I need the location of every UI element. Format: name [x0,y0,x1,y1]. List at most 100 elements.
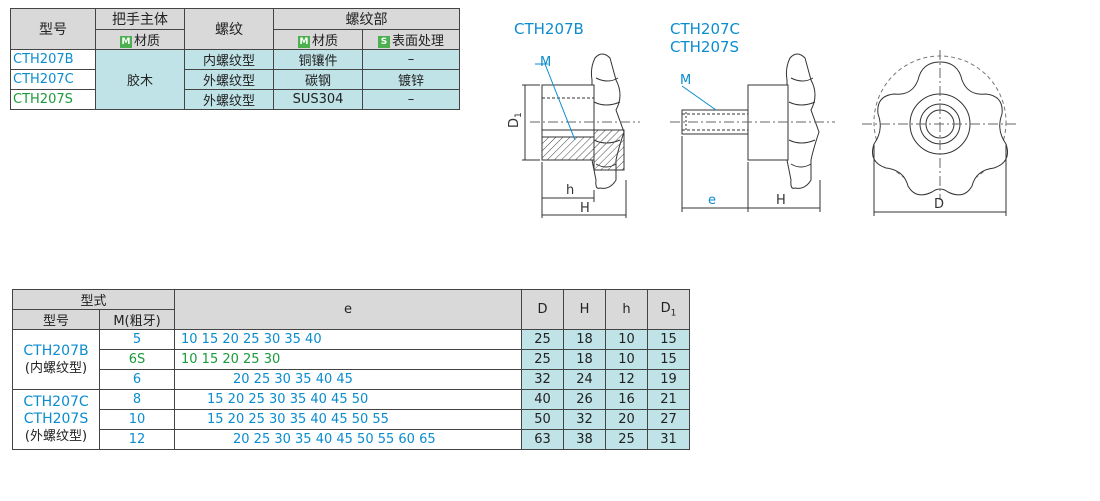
h-upper-value: 26 [563,389,606,410]
dim-e-label: e [708,193,716,208]
table-row: 10 15 20 25 30 35 40 45 50 55 50 32 20 2… [13,409,690,430]
model-code: CTH207B [10,49,96,70]
dim-d-label: D [934,197,944,212]
header-model: 型号 [10,8,96,50]
dim-m-label-1: M [540,55,551,70]
table-row: 12 20 25 30 35 40 45 50 55 60 65 63 38 2… [13,429,690,450]
d-value: 63 [521,429,564,450]
dim-h-label-1: H [580,201,590,216]
thread-type: 外螺纹型 [184,69,274,90]
d-value: 40 [521,389,564,410]
model-code: CTH207C [23,394,89,410]
header-thread-part: 螺纹部 [273,8,460,30]
d-value: 50 [521,409,564,430]
handle-material: 胶木 [95,49,185,110]
d1-value: 19 [647,369,690,390]
surface-treatment: – [362,49,460,70]
header-type: 型式 [12,289,175,310]
surface-treatment: – [362,89,460,110]
thread-type: 外螺纹型 [184,89,274,110]
h-upper-value: 18 [563,349,606,370]
h-lower-value: 25 [605,429,648,450]
h-lower-value: 10 [605,349,648,370]
thread-material: SUS304 [273,89,363,110]
dim-d1-label: D1 [507,112,524,128]
d-value: 25 [521,349,564,370]
drawing-cth207b [522,53,640,218]
header-handle: 把手主体 [95,8,185,30]
d1-value: 31 [647,429,690,450]
drawing-label-cth207s: CTH207S [670,38,740,56]
surface-badge-icon: S [377,35,390,48]
model-code: CTH207B [23,342,89,359]
dim-h-label-2: H [776,193,786,208]
material-badge-icon: M [297,35,310,48]
model-type-note: (外螺纹型) [24,429,88,444]
thread-material: 铜镶件 [273,49,363,70]
h-lower-value: 16 [605,389,648,410]
d1-value: 15 [647,349,690,370]
m-size: 6S [99,349,175,370]
d1-value: 27 [647,409,690,430]
e-values: 20 25 30 35 40 45 [174,369,522,390]
h-lower-value: 10 [605,329,648,350]
h-lower-value: 20 [605,409,648,430]
d1-value: 15 [647,329,690,350]
e-values: 10 15 20 25 30 35 40 [174,329,522,350]
technical-drawings: M D1 h H M e H [507,50,1018,218]
h-upper-value: 24 [563,369,606,390]
size-table: 型式 e D H h D1 型号 M(粗牙) CTH207B (内螺纹型) 5 … [12,289,690,450]
model-group-cs: CTH207C CTH207S (外螺纹型) [12,389,100,450]
drawing-front-view [862,50,1018,216]
header-tp-material-label: 材质 [311,34,338,49]
header-d: D [521,289,564,330]
m-size: 8 [99,389,175,410]
drawing-label-cth207c: CTH207C [670,20,741,38]
header-handle-material-label: 材质 [133,34,160,49]
h-upper-value: 18 [563,329,606,350]
e-values: 15 20 25 30 35 40 45 50 55 [174,409,522,430]
table-row: 6S 10 15 20 25 30 25 18 10 15 [13,349,690,370]
h-upper-value: 38 [563,429,606,450]
header-thread: 螺纹 [184,8,274,50]
e-values: 10 15 20 25 30 [174,349,522,370]
drawing-label-cth207b: CTH207B [514,20,584,38]
header-h-lower: h [605,289,648,330]
d-value: 25 [521,329,564,350]
h-lower-value: 12 [605,369,648,390]
m-size: 6 [99,369,175,390]
thread-material: 碳钢 [273,69,363,90]
table-row: CTH207B (内螺纹型) 5 10 15 20 25 30 35 40 25… [12,329,690,390]
header-model: 型号 [12,309,100,330]
surface-treatment: 镀锌 [362,69,460,90]
table-row: 6 20 25 30 35 40 45 32 24 12 19 [13,369,690,390]
drawing-cth207c [670,53,835,212]
e-values: 20 25 30 35 40 45 50 55 60 65 [174,429,522,450]
dim-h-small-label: h [566,183,574,198]
model-group-b: CTH207B (内螺纹型) [12,329,100,390]
model-code: CTH207C [10,69,96,90]
model-code: CTH207S [23,411,89,427]
model-code: CTH207S [10,89,96,110]
e-values: 15 20 25 30 35 40 45 50 [174,389,522,410]
model-type-note: (内螺纹型) [24,360,88,376]
header-m: M(粗牙) [99,309,175,330]
d1-value: 21 [647,389,690,410]
header-d1: D1 [647,289,690,330]
header-tp-surface-label: 表面处理 [391,34,444,49]
header-h-upper: H [563,289,606,330]
table-row: CTH207C 外螺纹型 碳钢 镀锌 [10,69,460,90]
h-upper-value: 32 [563,409,606,430]
d-value: 32 [521,369,564,390]
table-row: CTH207C CTH207S (外螺纹型) 8 15 20 25 30 35 … [12,389,690,450]
material-badge-icon: M [119,35,132,48]
m-size: 5 [99,329,175,350]
table-row: CTH207B 胶木 内螺纹型 铜镶件 – [10,49,460,110]
m-size: 10 [99,409,175,430]
table-row: CTH207S 外螺纹型 SUS304 – [10,89,460,110]
header-e: e [174,289,522,330]
